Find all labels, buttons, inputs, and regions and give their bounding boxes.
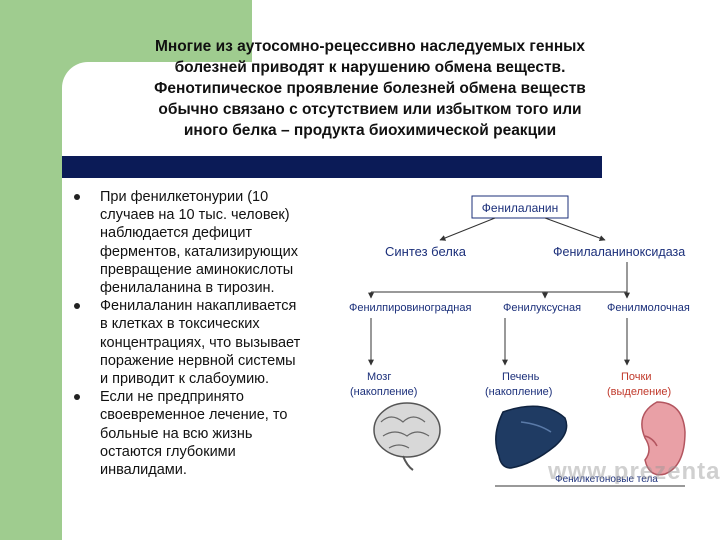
bullet-dot-icon	[74, 303, 80, 310]
content-panel	[62, 62, 720, 540]
bullet-line: больные на всю жизнь	[100, 425, 253, 442]
phenylacetic-label: Фенилуксусная	[503, 302, 581, 314]
title-line: иного белка – продукта биохимической реа…	[183, 122, 557, 139]
brain-icon	[373, 402, 441, 471]
bullet-dot-icon	[74, 194, 80, 200]
brain-note: (накопление)	[350, 386, 417, 398]
liver-note: (накопление)	[485, 386, 552, 398]
bullet-item: Если не предпринято своевременное лечени…	[70, 388, 355, 479]
phenylketone-bodies-label: Фенилкетоновые тела	[555, 474, 658, 485]
phenylalanine-label: Фенилаланин	[482, 201, 558, 215]
bullet-item: Фенилаланин накапливается в клетках в то…	[70, 297, 355, 388]
phenylpyruvic-label: Фенилпировиноградная	[349, 302, 471, 314]
bullet-line: остаются глубокими	[100, 443, 236, 460]
bullet-line: фенилаланина в тирозин.	[100, 280, 275, 297]
bullet-line: своевременное лечение, то	[100, 407, 288, 424]
oxidase-label: Фенилаланиноксидаза	[553, 245, 685, 259]
phenylalanine-box	[471, 195, 569, 219]
arrow-to-protein-synthesis	[439, 217, 496, 241]
bullet-line: и приводит к слабоумию.	[100, 371, 270, 388]
bullet-line: ферментов, катализирующих	[100, 243, 298, 260]
liver-icon	[495, 405, 568, 469]
bullet-line: Если не предпринято	[100, 389, 244, 406]
liver-label: Печень	[502, 371, 540, 383]
kidney-note: (выделение)	[607, 386, 671, 398]
arrow-to-oxidase	[544, 217, 606, 241]
bullet-line: поражение нервной системы	[100, 352, 296, 369]
bullet-line: в клетках в токсических	[100, 316, 260, 333]
title-divider-bar	[62, 156, 602, 178]
bullet-line: Фенилаланин накапливается	[100, 298, 297, 315]
title-line: болезней приводят к нарушению обмена вещ…	[174, 59, 566, 76]
kidney-label: Почки	[621, 371, 651, 383]
metabolism-diagram: Фенилаланин Синтез белка Фенилаланинокси…	[349, 195, 690, 487]
title-line: Фенотипическое проявление болезней обмен…	[154, 80, 586, 97]
phenyllactic-label: Фенилмолочная	[607, 302, 690, 314]
slide-title: Многие из аутосомно-рецессивно наследуем…	[80, 36, 660, 141]
protein-synthesis-label: Синтез белка	[385, 244, 467, 259]
title-line: Многие из аутосомно-рецессивно наследуем…	[154, 38, 586, 55]
brain-label: Мозг	[367, 371, 391, 383]
kidney-icon	[641, 401, 686, 476]
bullet-line: При фенилкетонурии (10	[100, 189, 269, 205]
bullet-line: концентрациях, что вызывает	[100, 334, 301, 351]
bullet-line: инвалидами.	[100, 462, 187, 479]
bullet-dot-icon	[74, 394, 80, 401]
bullet-line: случаев на 10 тыс. человек)	[100, 207, 290, 224]
watermark: www.prezentaciya.ru	[548, 458, 720, 485]
bullet-item: При фенилкетонурии (10 случаев на 10 тыс…	[70, 188, 355, 297]
title-line: обычно связано с отсутствием или избытко…	[158, 101, 582, 118]
bullet-line: наблюдается дефицит	[100, 225, 253, 242]
bullet-list: При фенилкетонурии (10 случаев на 10 тыс…	[70, 188, 355, 479]
bullet-line: превращение аминокислоты	[100, 261, 294, 278]
